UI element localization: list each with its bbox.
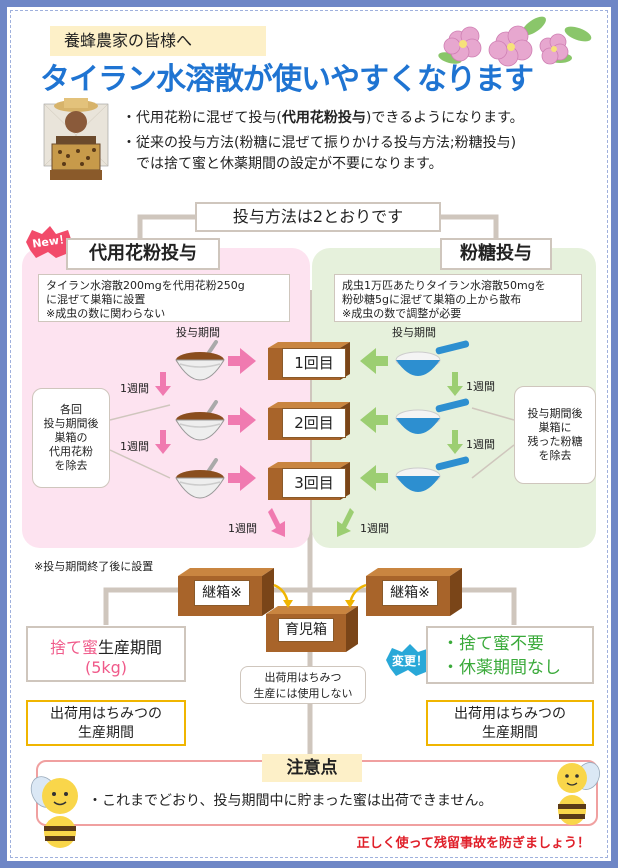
audience-label: 養蜂農家の皆様へ [50,26,266,56]
week-label-sugar-3: 1週間 [360,522,389,535]
pollen-bowl-icon [175,400,225,441]
sugar-cup-icon [395,456,470,492]
frame-inner-border [10,10,608,858]
methods-heading: 投与方法は2とおりです [195,202,441,232]
succession-box-right: 継箱※ [366,568,462,616]
bullet: ・ [122,135,136,151]
flowers-illustration [438,16,592,67]
method-title-sugar: 粉糖投与 [440,238,552,270]
round-label: 3回目 [282,468,346,498]
pollen-bowl-icon [175,458,225,499]
succession-box-left: 継箱※ [178,568,274,616]
week-label-pollen-1: 1週間 [120,382,149,395]
beekeeper-illustration [43,98,109,180]
bee-icon [30,776,78,848]
week-label-sugar-2: 1週間 [466,438,495,451]
round-label: 1回目 [282,348,346,378]
bullet: ・ [122,110,136,126]
sugar-cup-icon [395,398,470,434]
changed-sticker [386,644,438,676]
week-label-pollen-3: 1週間 [228,522,257,535]
sugar-benefits: ・捨て蜜不要 ・休薬期間なし [426,626,594,684]
production-period-right: 出荷用はちみつの 生産期間 [426,700,594,746]
page-title: タイラン水溶散が使いやすくなります [40,62,534,97]
period-label-pollen: 投与期間 [176,326,220,339]
week-label-pollen-2: 1週間 [120,440,149,453]
production-period-left: 出荷用はちみつの 生産期間 [26,700,186,746]
new-sticker [26,226,76,258]
method-title-pollen: 代用花粉投与 [66,238,220,270]
round-label: 2回目 [282,408,346,438]
round-box-1: 1回目 [268,342,350,380]
pollen-bowl-icon [175,340,225,381]
round-box-2: 2回目 [268,402,350,440]
method-desc-sugar: 成虫1万匹あたりタイラン水溶散50mgを 粉砂糖5gに混ぜて巣箱の上から散布 ※… [334,274,582,322]
caution-title: 注意点 [262,754,362,782]
brood-box: 育児箱 [266,606,358,652]
bee-icon [557,762,600,825]
side-note-pollen: 各回 投与期間後 巣箱の 代用花粉 を除去 [32,388,110,488]
changed-sticker-text: 変更！ [391,654,428,668]
highlight-method: 代用花粉投与 [281,110,366,126]
round-box-3: 3回目 [268,462,350,500]
period-label-sugar: 投与期間 [392,326,436,339]
intro-line-2: ・従来の投与方法(粉糖に混ぜて振りかける投与方法;粉糖投与)では捨て蜜と休薬期間… [122,135,517,172]
discard-honey-period: 捨て蜜生産期間 (5kg) [26,626,186,682]
sugar-cup-icon [395,340,470,376]
method-desc-pollen: タイラン水溶散200mgを代用花粉250g に混ぜて巣箱に設置 ※成虫の数に関わ… [38,274,290,322]
intro-line-1: ・代用花粉に混ぜて投与(代用花粉投与)できるようになります。 [122,108,592,129]
discard-honey-word: 捨て蜜 [49,638,98,657]
succession-label: 継箱※ [382,580,438,606]
side-note-sugar: 投与期間後 巣箱に 残った粉糖 を除去 [514,386,596,484]
footer-slogan: 正しく使って残留事故を防ぎましょう！ [356,836,590,851]
placement-note: ※投与期間終了後に設置 [34,560,154,573]
discard-amount: (5kg) [84,658,128,677]
brood-note: 出荷用はちみつ 生産には使用しない [240,666,366,704]
succession-label: 継箱※ [194,580,250,606]
caution-text: ・これまでどおり、投与期間中に貯まった蜜は出荷できません。 [88,793,493,809]
intro-text: ・代用花粉に混ぜて投与(代用花粉投与)できるようになります。 ・従来の投与方法(… [122,108,592,175]
brood-label: 育児箱 [278,618,334,642]
week-label-sugar-1: 1週間 [466,380,495,393]
